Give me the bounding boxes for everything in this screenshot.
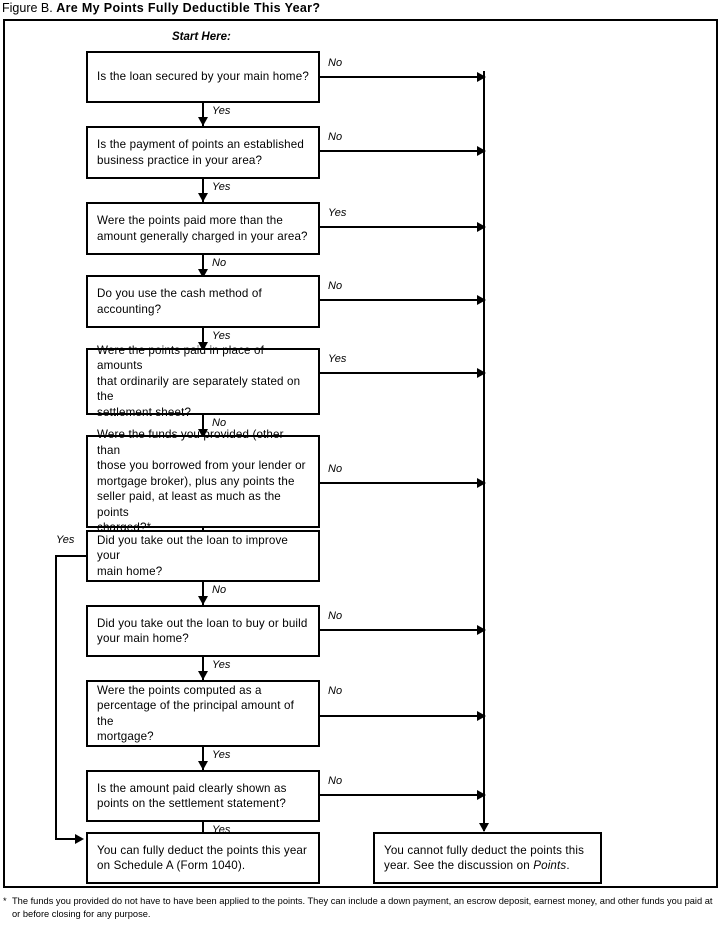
node-label: Did you take out the loan to buy or buil… xyxy=(97,616,308,646)
edge-no-6 xyxy=(320,482,483,484)
node-cash-method-accounting[interactable]: Do you use the cash method of accounting… xyxy=(86,275,320,328)
edge-yes-bypass-vertical xyxy=(55,555,57,840)
arrowhead-no-1 xyxy=(477,72,486,82)
chain-arrow-4 xyxy=(198,342,208,351)
node-points-computed-as-percentage[interactable]: Were the points computed as a percentage… xyxy=(86,680,320,747)
edge-label-no-1: No xyxy=(328,57,343,69)
node-secured-main-home[interactable]: Is the loan secured by your main home? xyxy=(86,51,320,103)
arrowhead-yes-bypass xyxy=(75,834,84,844)
node-label: Were the points paid more than the amoun… xyxy=(97,214,308,243)
edge-label-yes-bypass: Yes xyxy=(56,534,75,546)
chain-arrow-1 xyxy=(198,117,208,126)
node-loan-to-improve-main-home[interactable]: Did you take out the loan to improve you… xyxy=(86,530,320,582)
outcome-cannot-fully-deduct[interactable]: You cannot fully deduct the points this … xyxy=(373,832,602,884)
arrowhead-no-4 xyxy=(477,295,486,305)
arrowhead-no-8 xyxy=(477,625,486,635)
chain-arrow-9 xyxy=(198,761,208,770)
arrowhead-yes-3 xyxy=(477,222,486,232)
node-points-more-than-generally-charged[interactable]: Were the points paid more than the amoun… xyxy=(86,202,320,255)
chain-label-8: Yes xyxy=(212,659,231,671)
edge-label-no-6: No xyxy=(328,463,343,475)
outcome-label: You cannot fully deduct the points this … xyxy=(384,843,584,874)
chain-line-3 xyxy=(202,255,204,278)
chain-arrow-3 xyxy=(198,269,208,278)
chain-label-7: No xyxy=(212,584,227,596)
outcome-text-emphasis: Points xyxy=(533,859,567,872)
chain-arrow-2 xyxy=(198,193,208,202)
node-label: Is the payment of points an established … xyxy=(97,138,304,167)
node-label: Did you take out the loan to improve you… xyxy=(97,533,289,578)
edge-no-4 xyxy=(320,299,483,301)
arrowhead-yes-5 xyxy=(477,368,486,378)
right-trunk-line xyxy=(483,71,485,831)
edge-no-9 xyxy=(320,715,483,717)
chain-line-7 xyxy=(202,582,204,605)
edge-label-no-8: No xyxy=(328,610,343,622)
chain-line-5 xyxy=(202,415,204,438)
chain-arrow-8 xyxy=(198,671,208,680)
node-funds-provided-at-least-as-much[interactable]: Were the funds you provided (other than … xyxy=(86,428,320,534)
chain-arrow-5 xyxy=(198,429,208,438)
chain-label-3: No xyxy=(212,257,227,269)
arrowhead-no-10 xyxy=(477,790,486,800)
node-label: Were the points computed as a percentage… xyxy=(97,683,294,744)
node-label: Do you use the cash method of accounting… xyxy=(97,287,262,316)
figure-question: Are My Points Fully Deductible This Year… xyxy=(56,1,321,15)
footnote: * The funds you provided do not have to … xyxy=(3,895,719,920)
edge-yes-bypass-horizontal xyxy=(55,555,88,557)
right-trunk-arrowhead xyxy=(479,823,489,832)
edge-no-2 xyxy=(320,150,483,152)
outcome-text-part1: You cannot fully deduct the points this … xyxy=(384,843,585,873)
footnote-text: The funds you provided do not have to ha… xyxy=(12,896,713,919)
chain-label-4: Yes xyxy=(212,330,231,342)
edge-yes-3 xyxy=(320,226,483,228)
node-label: Were the funds you provided (other than … xyxy=(97,428,306,535)
outcome-can-fully-deduct[interactable]: You can fully deduct the points this yea… xyxy=(86,832,320,884)
figure-label: Figure B. xyxy=(2,1,53,15)
chain-label-5: No xyxy=(212,417,227,429)
start-here-label: Start Here: xyxy=(172,31,231,43)
edge-label-no-4: No xyxy=(328,280,343,292)
edge-label-yes-3: Yes xyxy=(328,207,347,219)
node-amount-clearly-shown-as-points[interactable]: Is the amount paid clearly shown as poin… xyxy=(86,770,320,822)
edge-label-no-2: No xyxy=(328,131,343,143)
edge-no-10 xyxy=(320,794,483,796)
chain-label-2: Yes xyxy=(212,181,231,193)
edge-label-no-9: No xyxy=(328,685,343,697)
outcome-text-part2: . xyxy=(566,859,570,872)
chain-line-9 xyxy=(202,747,204,770)
edge-yes-bypass-into-outcome xyxy=(55,838,77,840)
arrowhead-no-9 xyxy=(477,711,486,721)
arrowhead-no-2 xyxy=(477,146,486,156)
node-loan-to-buy-or-build[interactable]: Did you take out the loan to buy or buil… xyxy=(86,605,320,657)
node-label: Is the amount paid clearly shown as poin… xyxy=(97,781,287,811)
chain-line-4 xyxy=(202,328,204,351)
edge-label-no-10: No xyxy=(328,775,343,787)
arrowhead-no-6 xyxy=(477,478,486,488)
flowchart-frame: Start Here: Is the loan secured by your … xyxy=(3,19,718,888)
figure-title: Figure B. Are My Points Fully Deductible… xyxy=(2,0,718,17)
edge-no-8 xyxy=(320,629,483,631)
chain-arrow-7 xyxy=(198,596,208,605)
node-label: Were the points paid in place of amounts… xyxy=(97,343,301,419)
chain-line-1 xyxy=(202,103,204,126)
outcome-label: You can fully deduct the points this yea… xyxy=(97,843,308,873)
chain-line-2 xyxy=(202,179,204,202)
chain-label-9: Yes xyxy=(212,749,231,761)
footnote-marker: * xyxy=(3,896,7,906)
chain-line-8 xyxy=(202,657,204,680)
edge-no-1 xyxy=(320,76,483,78)
edge-label-yes-5: Yes xyxy=(328,353,347,365)
chain-label-1: Yes xyxy=(212,105,231,117)
edge-yes-5 xyxy=(320,372,483,374)
flowchart-canvas: Start Here: Is the loan secured by your … xyxy=(5,21,716,886)
node-label: Is the loan secured by your main home? xyxy=(97,70,309,84)
node-established-business-practice[interactable]: Is the payment of points an established … xyxy=(86,126,320,179)
node-points-in-place-of-amounts[interactable]: Were the points paid in place of amounts… xyxy=(86,344,320,419)
